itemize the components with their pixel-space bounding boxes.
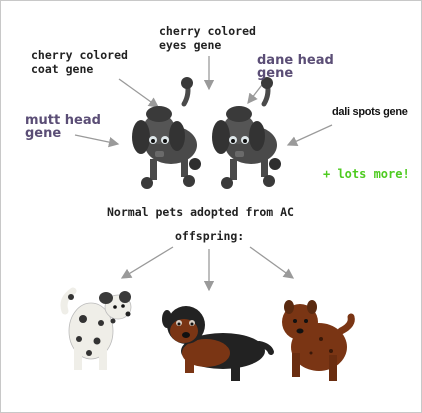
eyes-gene-label: cherry colored eyes gene: [159, 24, 256, 52]
offspring-brown-dog: [282, 300, 355, 381]
coat-gene-label: cherry colored coat gene: [31, 48, 128, 76]
dane-head-gene-label: dane head gene: [257, 53, 334, 81]
parent-poodle-right: [212, 77, 281, 189]
offspring-dalmatian: [60, 287, 132, 370]
arrow-offspring-right: [249, 246, 295, 279]
dali-spots-gene-label: dali spots gene: [332, 106, 408, 118]
mutt-head-gene-label: mutt head gene: [25, 113, 101, 141]
arrow-mutt-head: [74, 134, 120, 148]
arrow-dali-spots: [286, 124, 333, 146]
parent-poodle-left: [132, 77, 201, 189]
offspring-mutt-black-brown: [162, 306, 274, 381]
normal-pets-caption: Normal pets adopted from AC: [107, 205, 294, 219]
lots-more-label: + lots more!: [323, 167, 410, 181]
offspring-label: offspring:: [175, 229, 245, 243]
arrow-coat-gene: [118, 78, 160, 108]
arrow-offspring-left: [120, 246, 174, 279]
